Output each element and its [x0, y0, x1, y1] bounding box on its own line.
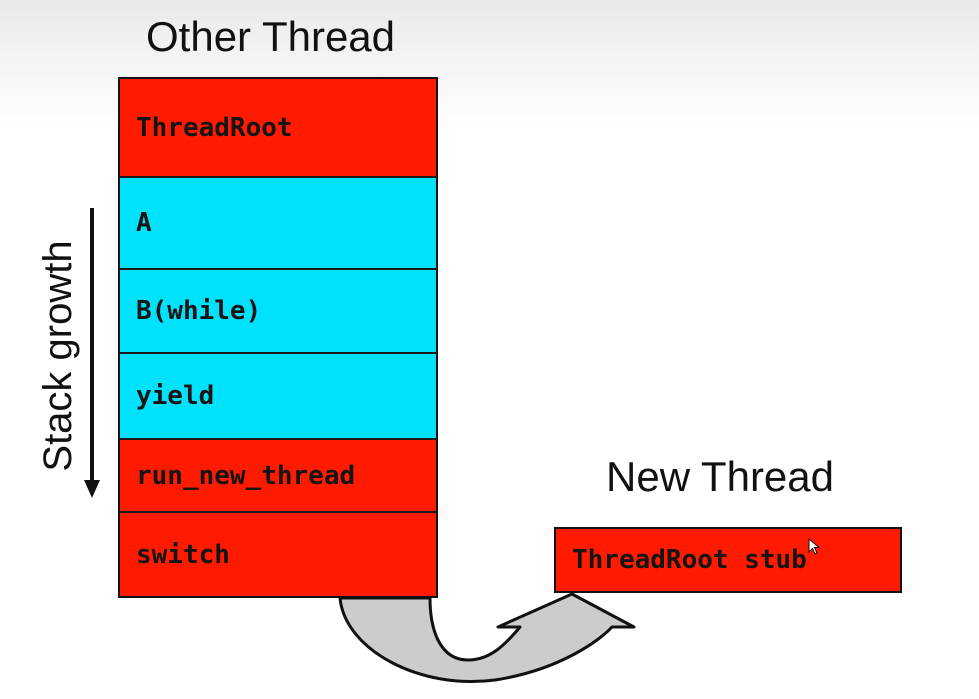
- stack-growth-arrow: [84, 208, 100, 498]
- stack-growth-label: Stack growth: [36, 240, 80, 472]
- other-thread-title: Other Thread: [146, 13, 396, 60]
- stack-frame-a: A: [120, 178, 436, 270]
- stack-frame-run-new-thread: run_new_thread: [120, 440, 436, 513]
- new-thread-stub-frame: ThreadRoot stub: [554, 527, 902, 593]
- new-thread-title: New Thread: [606, 453, 835, 500]
- stack-frame-b-while: B(while): [120, 270, 436, 354]
- stack-frame-yield: yield: [120, 354, 436, 440]
- other-thread-stack: ThreadRoot A B(while) yield run_new_thre…: [118, 77, 438, 598]
- switch-transfer-arrow: [338, 592, 636, 683]
- stack-frame-switch: switch: [120, 513, 436, 596]
- stack-frame-threadroot: ThreadRoot: [120, 79, 436, 178]
- mouse-cursor-icon: [808, 538, 821, 555]
